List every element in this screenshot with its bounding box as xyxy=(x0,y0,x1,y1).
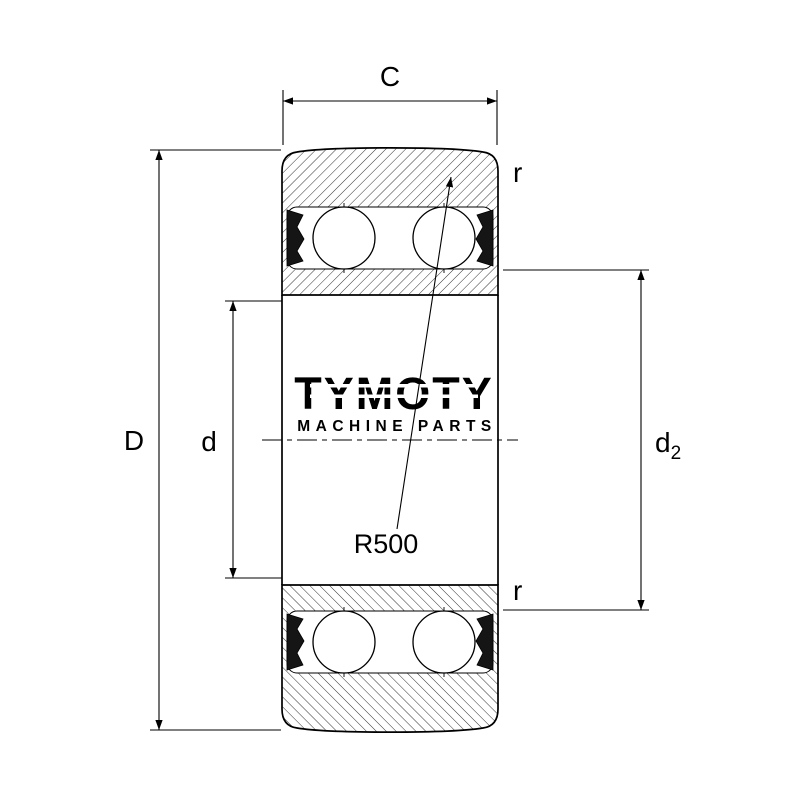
watermark-stripe xyxy=(310,384,478,388)
watermark-stripe xyxy=(310,394,478,398)
watermark: TYMOTY MACHINE PARTS xyxy=(294,368,497,435)
seal-left xyxy=(286,209,305,267)
dimension-D: D xyxy=(124,149,281,731)
dimension-C: C xyxy=(282,61,498,145)
dim-label-d2-base: d xyxy=(655,427,671,458)
dimension-d: d xyxy=(201,300,282,579)
corner-radius-label-bottom: r xyxy=(513,575,522,606)
dim-label-D: D xyxy=(124,425,144,456)
bearing-top-section xyxy=(281,147,499,296)
bearing-bottom-section xyxy=(282,585,498,732)
watermark-tagline-text: MACHINE PARTS xyxy=(297,418,497,435)
leader-line xyxy=(396,176,454,530)
dim-label-d2: d2 xyxy=(655,427,681,464)
dimension-d2: d2 xyxy=(503,269,681,611)
ball-right xyxy=(412,206,476,270)
dim-label-d2-subscript: 2 xyxy=(671,443,682,464)
ball-left xyxy=(312,206,376,270)
dim-label-d: d xyxy=(201,426,217,457)
watermark-brand-text: TYMOTY xyxy=(294,368,494,419)
crown-radius-callout: R500 xyxy=(354,176,454,559)
crown-radius-label: R500 xyxy=(354,529,419,559)
corner-radius-label-top: r xyxy=(513,157,522,188)
dim-label-C: C xyxy=(380,61,400,92)
